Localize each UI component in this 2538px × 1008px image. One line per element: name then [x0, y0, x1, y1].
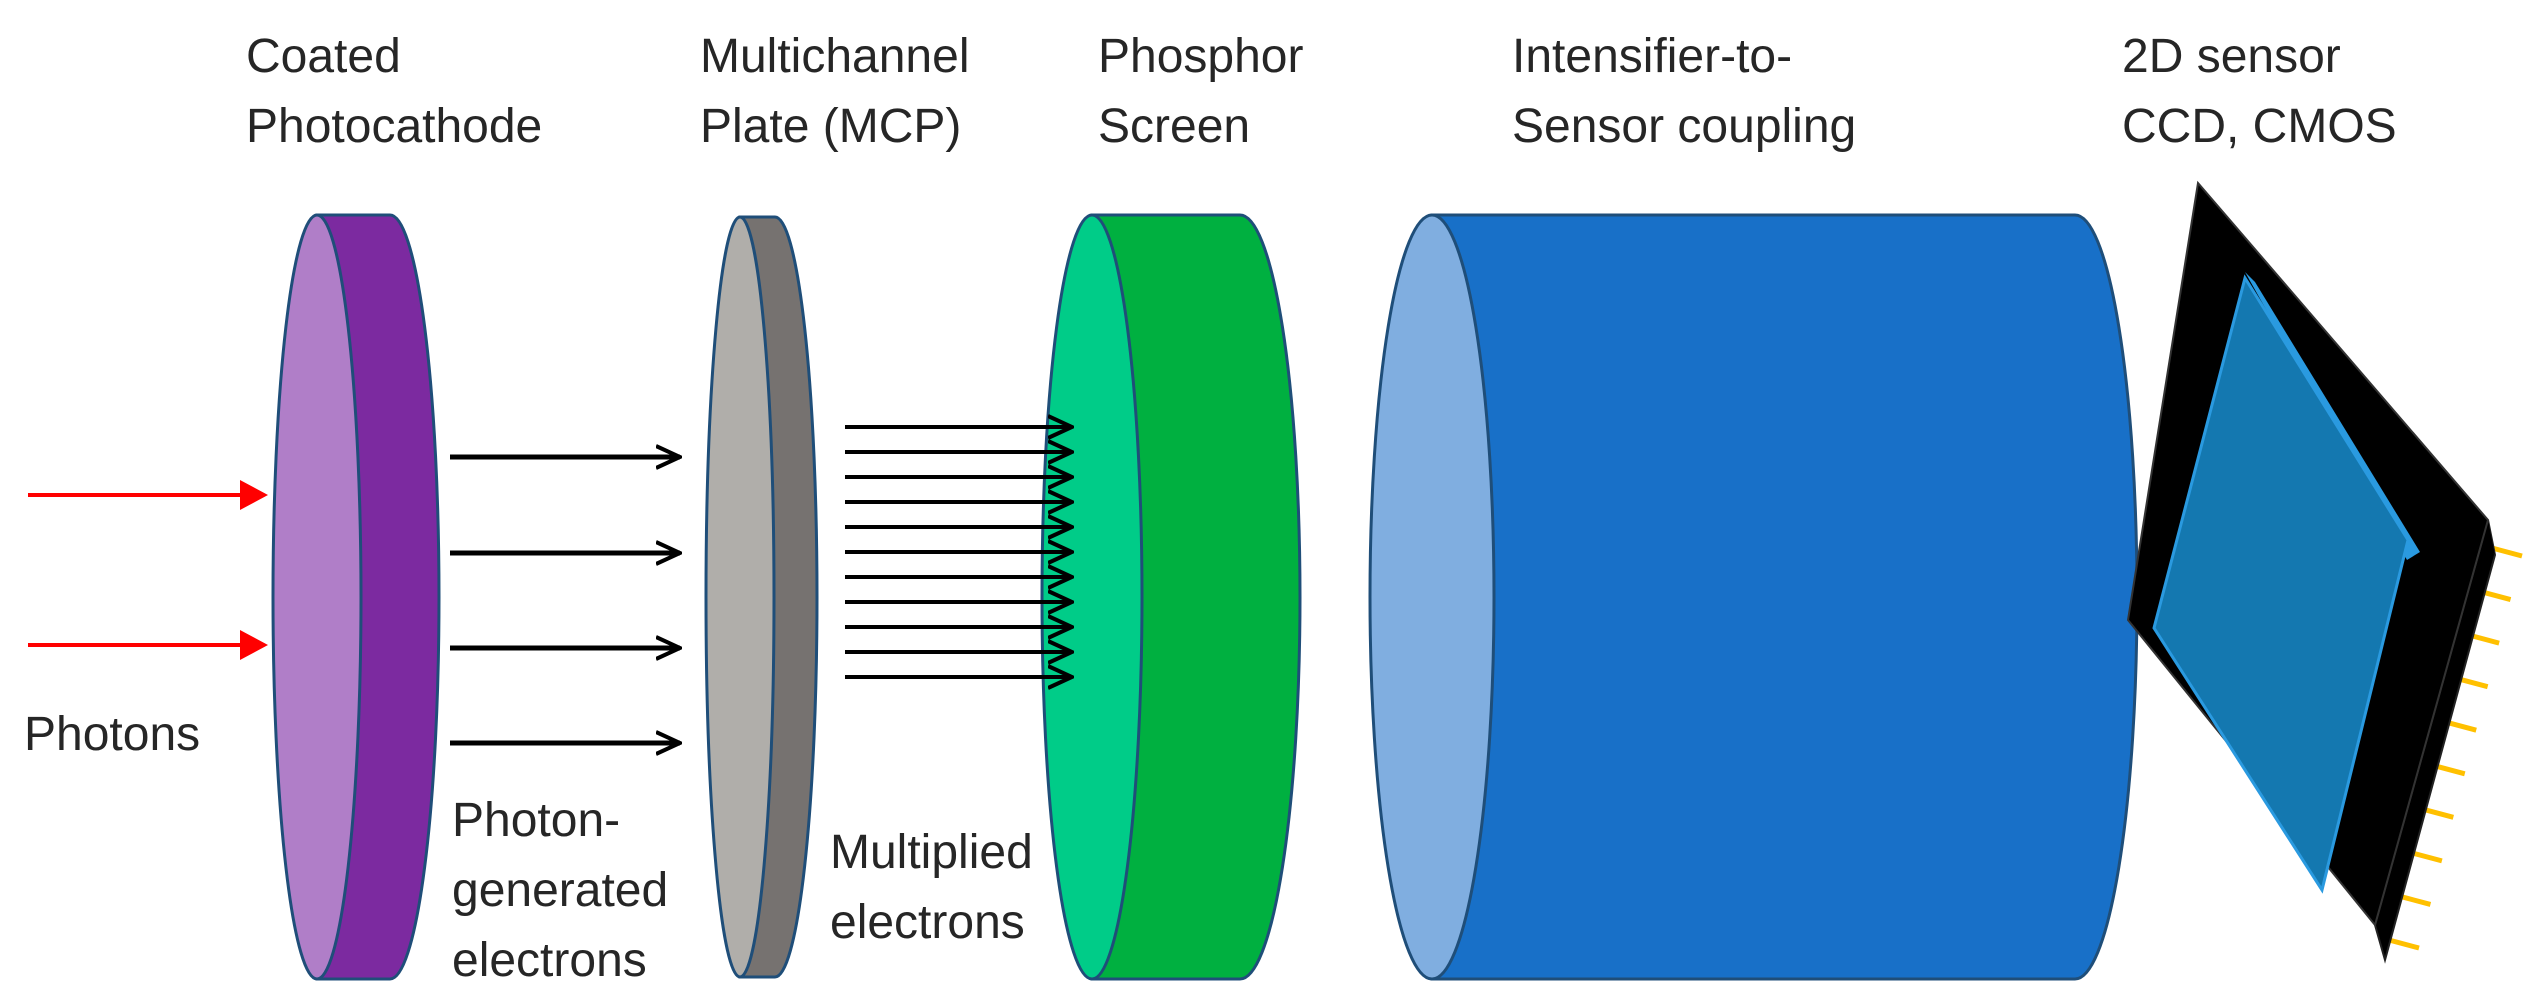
label-line: Multiplied [830, 826, 1033, 879]
sensor-pins [2388, 545, 2523, 951]
mcp-face [704, 215, 776, 979]
label-multiplied-electrons: Multiplied electrons [830, 818, 1033, 958]
photon-arrow-head [240, 630, 268, 660]
label-line: generated [452, 864, 669, 917]
label-line: Photocathode [246, 100, 543, 153]
mcp-disk [704, 215, 819, 979]
sensor-pin [2411, 850, 2443, 864]
multiplied-electron-arrows [845, 427, 1072, 677]
photocathode-face [271, 213, 363, 981]
label-line: electrons [830, 896, 1025, 949]
photon-arrow-head [240, 480, 268, 510]
phosphor-screen-disk [1040, 213, 1302, 981]
sensor-pin [2422, 806, 2454, 820]
label-line: Photon- [452, 794, 621, 847]
photon-generated-electron-arrows [450, 457, 680, 743]
photocathode-disk [271, 213, 441, 981]
sensor-pin [2388, 937, 2420, 951]
sensor-pin [2399, 894, 2432, 907]
label-line: Screen [1098, 100, 1251, 153]
sensor-pin [2457, 676, 2489, 690]
coupling-body [1430, 213, 2139, 981]
label-line: Intensifier-to- [1512, 30, 1793, 83]
label-photocathode: Coated Photocathode [246, 22, 542, 162]
sensor-active-area [2152, 274, 2410, 894]
phosphor-face [1040, 213, 1144, 981]
label-line: electrons [452, 934, 647, 987]
label-photon-generated-electrons: Photon- generated electrons [452, 786, 668, 996]
sensor-pin [2434, 763, 2466, 777]
label-sensor: 2D sensor CCD, CMOS [2122, 22, 2397, 162]
coupling-face [1368, 213, 1496, 981]
label-line: Plate (MCP) [700, 100, 962, 153]
label-line: Coated [246, 30, 401, 83]
label-mcp: Multichannel Plate (MCP) [700, 22, 969, 162]
sensor-chip [2126, 180, 2523, 964]
label-phosphor: Phosphor Screen [1098, 22, 1303, 162]
label-line: Sensor coupling [1512, 100, 1857, 153]
label-line: Multichannel [700, 30, 970, 83]
sensor-pin [2468, 632, 2500, 646]
sensor-pin [2445, 719, 2477, 733]
label-coupling: Intensifier-to- Sensor coupling [1512, 22, 1856, 162]
photon-arrows [28, 480, 268, 660]
label-line: Photons [24, 708, 201, 761]
label-line: 2D sensor [2122, 30, 2341, 83]
label-line: Phosphor [1098, 30, 1304, 83]
label-line: CCD, CMOS [2122, 100, 2397, 153]
coupling-cylinder [1368, 213, 2139, 981]
sensor-pin [2491, 545, 2523, 559]
label-photons: Photons [24, 700, 200, 770]
phosphor-body [1090, 213, 1302, 981]
